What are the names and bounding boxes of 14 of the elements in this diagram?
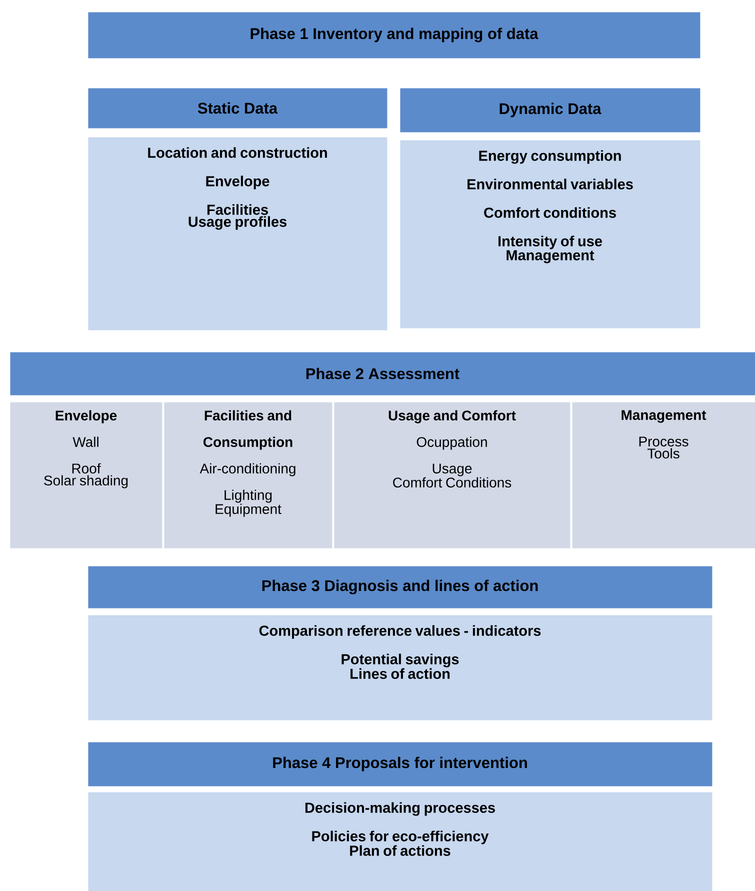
header-bar: Phase 2 Assessment	[10, 352, 755, 396]
header-bar: Phase 3 Diagnosis and lines of action	[88, 566, 712, 608]
content-box: Location and construction Envelope Facilities Usage profiles	[88, 137, 388, 330]
content-box: Energy consumption Environmental variables Comfort conditions Intensity of use Management	[400, 140, 700, 328]
content-box: Comparison reference values - indicators Potential savings Lines of action	[88, 615, 712, 720]
category-cell: Facilities and Consumption Air-conditioning Lighting Equipment	[164, 402, 332, 548]
category-cell: Management Process Tools	[572, 402, 755, 548]
header-bar: Static Data	[88, 88, 388, 128]
category-cell: Envelope Wall Roof Solar shading	[10, 402, 162, 548]
header-bar: Phase 4 Proposals for intervention	[88, 742, 712, 786]
category-cell: Usage and Comfort Ocuppation Usage Comfort Conditions	[334, 402, 570, 548]
header-bar: Phase 1 Inventory and mapping of data	[88, 12, 700, 58]
content-box: Decision-making processes Policies for eco-efficiency Plan of actions	[88, 792, 712, 891]
header-bar: Dynamic Data	[400, 88, 700, 132]
